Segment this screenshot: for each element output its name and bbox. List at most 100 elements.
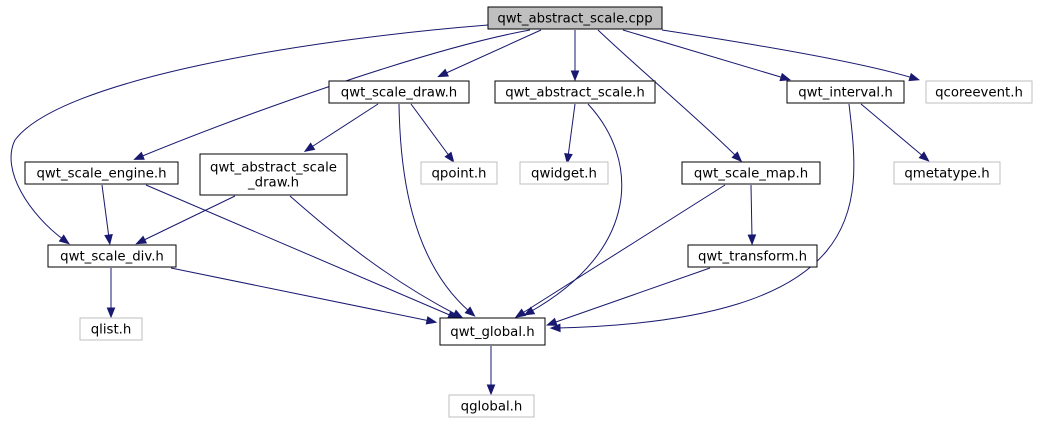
edge-qwt_abstract_scale_cpp-to-qwt_scale_map_h — [597, 29, 743, 163]
node-label: qwt_scale_div.h — [60, 250, 164, 265]
node-label: qwt_abstract_scale — [210, 161, 337, 176]
node-box — [199, 153, 348, 196]
edge-arrowhead — [58, 234, 70, 245]
node-label: qlist.h — [91, 323, 132, 338]
node-qwt-abstract-scale-cpp[interactable]: qwt_abstract_scale.cpp — [487, 6, 663, 30]
edge-qwt_abstract_scale_cpp-to-qcoreevent_h — [661, 29, 920, 82]
edge-line — [410, 103, 451, 158]
edge-arrowhead — [133, 151, 145, 160]
node-label: qwt_scale_draw.h — [341, 86, 457, 101]
edges-layer — [10, 24, 930, 396]
node-qwt-global-h[interactable]: qwt_global.h — [439, 317, 546, 346]
edge-qwt_scale_map_h-to-qwt_global_h — [514, 184, 726, 318]
edge-line — [567, 103, 576, 158]
edge-line — [597, 29, 738, 158]
edge-line — [139, 29, 531, 158]
node-qwt-interval-h[interactable]: qwt_interval.h — [786, 80, 905, 104]
node-label: qwt_abstract_scale.h — [505, 86, 645, 101]
edge-qwt_abstract_scale_h-to-qwidget_h — [564, 103, 576, 165]
edge-arrowhead — [570, 70, 580, 82]
node-qglobal-h: qglobal.h — [448, 394, 535, 418]
edge-line — [309, 103, 379, 149]
node-box — [786, 80, 905, 104]
edge-line — [622, 29, 785, 79]
edge-line — [145, 184, 453, 317]
node-qcoreevent-h: qcoreevent.h — [925, 80, 1033, 104]
node-label: qmetatype.h — [904, 167, 989, 182]
node-qwt-scale-map-h[interactable]: qwt_scale_map.h — [681, 161, 821, 185]
node-box — [494, 80, 656, 104]
edge-line — [661, 29, 914, 79]
node-box — [420, 161, 498, 185]
node-label: qpoint.h — [431, 167, 486, 182]
node-qwt-transform-h[interactable]: qwt_transform.h — [687, 244, 818, 268]
node-box — [925, 80, 1033, 104]
node-label: qwt_transform.h — [698, 250, 807, 265]
edge-qwt_transform_h-to-qwt_global_h — [546, 267, 711, 326]
edge-line — [10, 24, 489, 241]
edge-qwt_global_h-to-qglobal_h — [486, 346, 496, 396]
edge-arrowhead — [514, 308, 527, 318]
node-qlist-h: qlist.h — [79, 317, 143, 341]
edge-line — [520, 184, 726, 315]
edge-qwt_interval_h-to-qwt_global_h — [549, 103, 855, 333]
edge-arrowhead — [486, 384, 496, 396]
edge-qwt_abstract_scale_cpp-to-qwt_scale_draw_h — [437, 29, 542, 78]
edge-qwt_scale_draw_h-to-qwt_global_h — [398, 103, 476, 317]
edge-line — [141, 195, 236, 242]
node-label: qwt_interval.h — [798, 86, 893, 101]
node-box — [687, 244, 818, 268]
node-qwt-scale-div-h[interactable]: qwt_scale_div.h — [47, 244, 177, 268]
node-qwt-scale-engine-h[interactable]: qwt_scale_engine.h — [24, 161, 179, 185]
edge-arrowhead — [546, 317, 558, 326]
edge-arrowhead — [464, 306, 476, 317]
edge-arrowhead — [731, 151, 743, 163]
node-label: qwt_abstract_scale.cpp — [497, 12, 652, 27]
edge-qwt_scale_engine_h-to-qwt_scale_div_h — [101, 184, 113, 246]
node-label: qwidget.h — [531, 167, 597, 182]
node-box — [47, 244, 177, 268]
node-box — [487, 6, 663, 30]
edge-qwt_abstract_scale_draw_h-to-qwt_global_h — [289, 195, 464, 319]
edge-arrowhead — [104, 234, 113, 246]
edge-arrowhead — [564, 153, 573, 165]
edge-line — [552, 267, 711, 324]
edge-arrowhead — [918, 151, 930, 162]
edge-arrowhead — [437, 68, 449, 78]
node-box — [439, 317, 546, 346]
edge-line — [443, 29, 542, 75]
node-label: qwt_global.h — [450, 325, 534, 340]
edge-line — [289, 195, 458, 316]
edge-line — [170, 267, 431, 322]
edge-arrowhead — [523, 306, 536, 316]
node-qwt-scale-draw-h[interactable]: qwt_scale_draw.h — [328, 80, 470, 104]
node-label: qglobal.h — [461, 400, 523, 415]
edge-line — [860, 103, 925, 158]
node-box — [681, 161, 821, 185]
edge-qwt_interval_h-to-qmetatype_h — [860, 103, 930, 162]
edge-arrowhead — [303, 142, 316, 153]
edge-qwt_scale_draw_h-to-qpoint_h — [410, 103, 455, 163]
node-box — [328, 80, 470, 104]
edge-arrowhead — [135, 235, 148, 245]
node-box — [24, 161, 179, 185]
edge-line — [529, 103, 623, 313]
node-qwt-abstract-scale-h[interactable]: qwt_abstract_scale.h — [494, 80, 656, 104]
edge-arrowhead — [106, 307, 116, 319]
edge-qwt_abstract_scale_cpp-to-qwt_scale_div_h — [10, 24, 489, 245]
edge-qwt_scale_div_h-to-qwt_global_h — [170, 267, 438, 325]
edge-arrowhead — [908, 72, 920, 82]
edge-qwt_abstract_scale_draw_h-to-qwt_scale_div_h — [135, 195, 236, 245]
edge-arrowhead — [451, 309, 464, 319]
node-qwidget-h: qwidget.h — [519, 161, 609, 185]
edge-line — [750, 184, 753, 239]
node-label: qwt_scale_engine.h — [36, 167, 166, 182]
node-box — [893, 161, 1001, 185]
node-qwt-abstract-scale-draw-h[interactable]: qwt_abstract_scale_draw.h — [199, 153, 348, 196]
edge-arrowhead — [549, 323, 561, 333]
edge-qwt_scale_map_h-to-qwt_transform_h — [747, 184, 757, 246]
edge-line — [398, 103, 471, 313]
node-box — [79, 317, 143, 341]
